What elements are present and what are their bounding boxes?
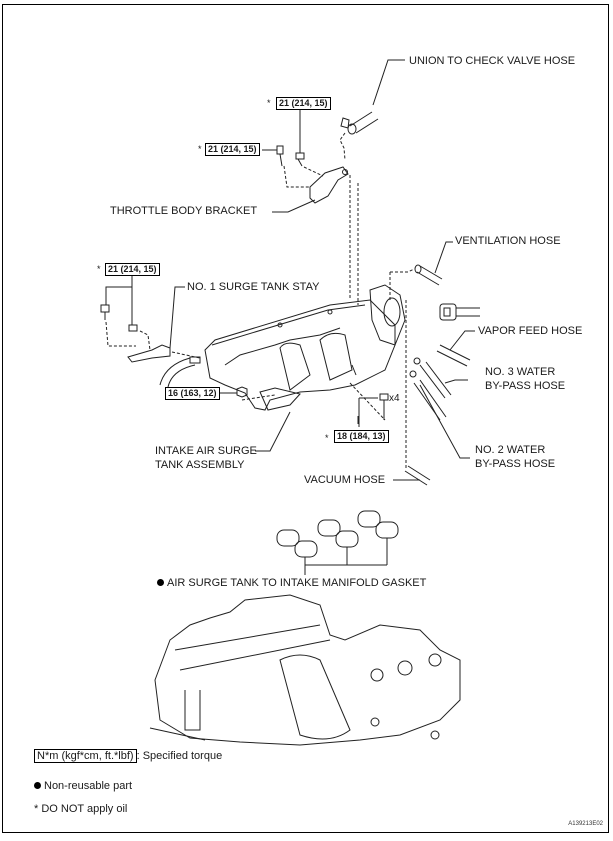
no-oil-mark: * xyxy=(198,144,202,154)
label-vapor-feed-hose: VAPOR FEED HOSE xyxy=(478,325,583,337)
sensor-connector-part xyxy=(439,303,480,321)
label-no3-water-bypass-hose-line1: NO. 3 WATER xyxy=(485,366,556,378)
non-reusable-dot-icon xyxy=(34,782,41,789)
torque-stay-bolts: 21 (214, 15) xyxy=(105,263,160,276)
label-no2-water-bypass-hose-line2: BY-PASS HOSE xyxy=(475,458,556,470)
torque-top-bracket-bolt: 21 (214, 15) xyxy=(276,97,331,110)
engine-block-part xyxy=(149,594,461,746)
ventilation-hose-part xyxy=(389,241,453,300)
label-ventilation-hose: VENTILATION HOSE xyxy=(455,235,561,247)
bolt-icon xyxy=(276,145,284,167)
non-reusable-dot-icon xyxy=(157,579,164,586)
torque-left-bracket-bolt: 21 (214, 15) xyxy=(205,143,260,156)
legend-non-reusable: Non-reusable part xyxy=(34,780,132,793)
bolt-icon xyxy=(379,393,389,416)
label-intake-air-surge-tank-line2: TANK ASSEMBLY xyxy=(155,459,245,471)
label-throttle-body-bracket: THROTTLE BODY BRACKET xyxy=(110,205,258,217)
label-no1-surge-tank-stay: NO. 1 SURGE TANK STAY xyxy=(187,281,320,293)
throttle-body-bracket-part xyxy=(272,165,349,213)
label-intake-air-surge-tank-line1: INTAKE AIR SURGE xyxy=(155,445,257,457)
label-no2-water-bypass-hose-line1: NO. 2 WATER xyxy=(475,444,546,456)
bolt-quantity: x4 xyxy=(389,393,400,404)
legend-torque: N*m (kgf*cm, ft.*lbf): Specified torque xyxy=(34,749,223,763)
legend-no-oil: * DO NOT apply oil xyxy=(34,803,127,816)
label-vacuum-hose: VACUUM HOSE xyxy=(304,474,386,486)
gasket-part xyxy=(276,510,399,575)
legend-torque-unit: N*m (kgf*cm, ft.*lbf) xyxy=(34,749,137,763)
no-oil-mark: * xyxy=(325,433,329,443)
legend-torque-desc: : Specified torque xyxy=(136,750,223,762)
label-no3-water-bypass-hose-line2: BY-PASS HOSE xyxy=(485,380,566,392)
no-oil-mark: * xyxy=(97,264,101,274)
legend-no-oil-text: * DO NOT apply oil xyxy=(34,803,128,815)
gasket-label-text: AIR SURGE TANK TO INTAKE MANIFOLD GASKET xyxy=(167,577,427,589)
bolt-icon xyxy=(295,152,305,167)
torque-surge-tank-bolts: 18 (184, 13) xyxy=(334,430,389,443)
diagram-frame xyxy=(2,4,609,833)
label-gasket: AIR SURGE TANK TO INTAKE MANIFOLD GASKET xyxy=(157,577,426,590)
union-to-check-valve-hose-part xyxy=(339,59,405,161)
intake-air-surge-tank-part xyxy=(204,284,406,411)
torque-nut: 16 (163, 12) xyxy=(165,387,220,400)
figure-id: A139213E02 xyxy=(568,821,603,827)
label-union-to-check-valve-hose: UNION TO CHECK VALVE HOSE xyxy=(409,55,576,67)
legend-non-reusable-text: Non-reusable part xyxy=(44,780,133,792)
nut-icon xyxy=(236,386,248,398)
no-oil-mark: * xyxy=(267,98,271,108)
no1-surge-tank-stay-part xyxy=(100,275,201,388)
